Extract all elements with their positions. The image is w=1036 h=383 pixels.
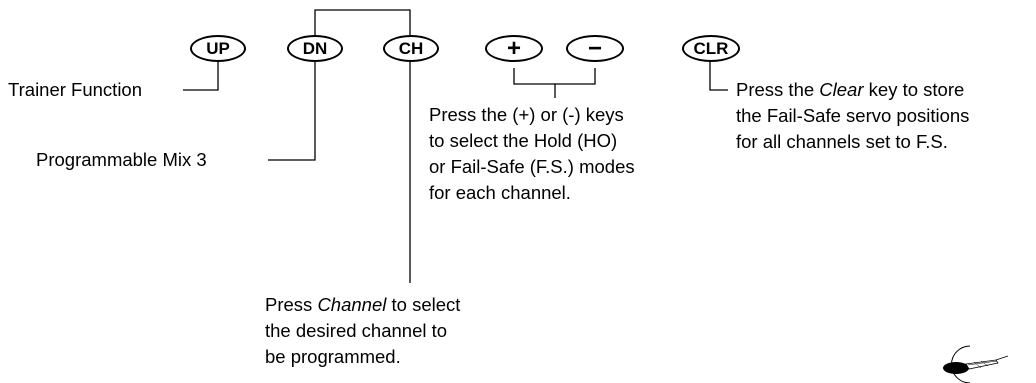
plus-minus-note-line4: for each channel. <box>429 182 571 203</box>
channel-note: Press Channel to select the desired chan… <box>265 292 460 370</box>
clear-note-line2: the Fail-Safe servo positions <box>736 105 970 126</box>
minus-key[interactable]: − <box>566 35 624 62</box>
clear-note: Press the Clear key to store the Fail-Sa… <box>736 77 969 155</box>
channel-note-line1-post: to select <box>386 294 461 315</box>
plus-minus-bracket <box>513 68 596 85</box>
plus-minus-note-line2: to select the Hold (HO) <box>429 130 618 151</box>
channel-note-line3: be programmed. <box>265 346 401 367</box>
channel-note-line2: the desired channel to <box>265 320 448 341</box>
dn-key[interactable]: DN <box>287 35 343 62</box>
dn-connector <box>268 62 316 161</box>
plus-minus-note: Press the (+) or (-) keys to select the … <box>429 102 635 206</box>
clear-note-line3: for all channels set to F.S. <box>736 131 948 152</box>
clear-note-line1-em: Clear <box>819 79 864 100</box>
channel-note-line1: Press Channel to select <box>265 292 460 318</box>
up-key[interactable]: UP <box>190 35 246 62</box>
plus-key[interactable]: + <box>485 35 543 62</box>
clr-key[interactable]: CLR <box>682 35 740 62</box>
clr-connector <box>709 62 728 91</box>
airplane-logo-icon <box>943 345 1009 383</box>
dn-ch-bracket <box>314 9 411 35</box>
trainer-function-label: Trainer Function <box>8 79 143 100</box>
channel-note-line1-em: Channel <box>317 294 387 315</box>
plus-minus-note-line1: Press the (+) or (-) keys <box>429 104 624 125</box>
clear-note-line1-post: key to store <box>863 79 965 100</box>
clear-note-line1-pre: Press the <box>736 79 820 100</box>
plus-minus-note-line3: or Fail-Safe (F.S.) modes <box>429 156 635 177</box>
programmable-mix-label: Programmable Mix 3 <box>36 149 207 170</box>
ch-key[interactable]: CH <box>383 35 439 62</box>
up-connector <box>183 62 219 91</box>
channel-note-line1-pre: Press <box>265 294 318 315</box>
clear-note-line1: Press the Clear key to store <box>736 77 969 103</box>
